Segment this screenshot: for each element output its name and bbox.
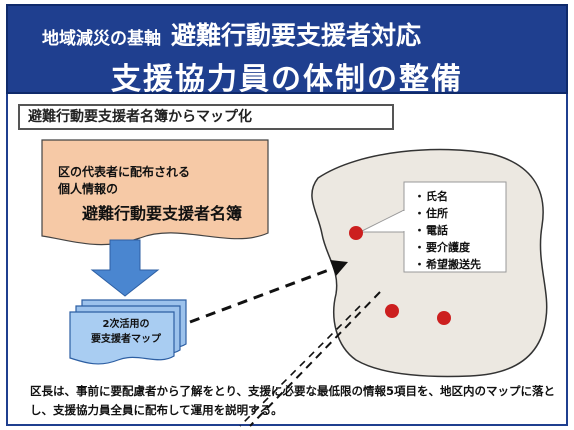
info-item: 希望搬送先 [414,256,481,273]
info-item: 要介護度 [414,239,481,256]
explanation-note: 区長は、事前に要配慮者から了解をとり、支援に必要な最低限の情報5項目を、地区内の… [30,384,556,417]
map-label-line-1: 2次活用の [102,319,150,330]
roster-description: 区の代表者に配布される 個人情報の [58,164,190,198]
roster-text-line-2: 個人情報の [58,182,119,196]
content-frame [6,94,568,426]
title-banner: 地域減災の基軸避難行動要支援者対応 支援協力員の体制の整備 [6,4,568,97]
dashed-arrow-line [189,266,335,324]
title-main: 避難行動要支援者対応 [171,21,422,50]
title-line-2: 支援協力員の体制の整備 [111,62,463,97]
title-line-1: 地域減災の基軸避難行動要支援者対応 [42,16,421,52]
down-arrow [90,239,160,297]
info-item: 氏名 [414,188,481,205]
map-label-line-2: 要支援者マップ [91,334,161,345]
roster-text-line-1: 区の代表者に配布される [58,165,191,179]
dashed-arrow-head [330,260,348,276]
map-document-label: 2次活用の 要支援者マップ [86,317,166,347]
info-item: 住所 [414,205,481,222]
map-marker-2 [385,304,399,318]
dashed-pointer-line-inner [239,305,361,427]
info-item: 電話 [414,222,481,239]
roster-document-shape [41,139,269,246]
map-marker-3 [437,311,451,325]
info-item-list: 氏名 住所 電話 要介護度 希望搬送先 [414,188,481,273]
map-document-front [69,311,175,365]
title-prefix: 地域減災の基軸 [42,29,161,49]
subtitle-box: 避難行動要支援者名簿からマップ化 [18,104,394,130]
map-marker-1 [349,226,363,240]
dashed-pointer-line [249,291,381,427]
roster-title: 避難行動要支援者名簿 [82,204,243,223]
